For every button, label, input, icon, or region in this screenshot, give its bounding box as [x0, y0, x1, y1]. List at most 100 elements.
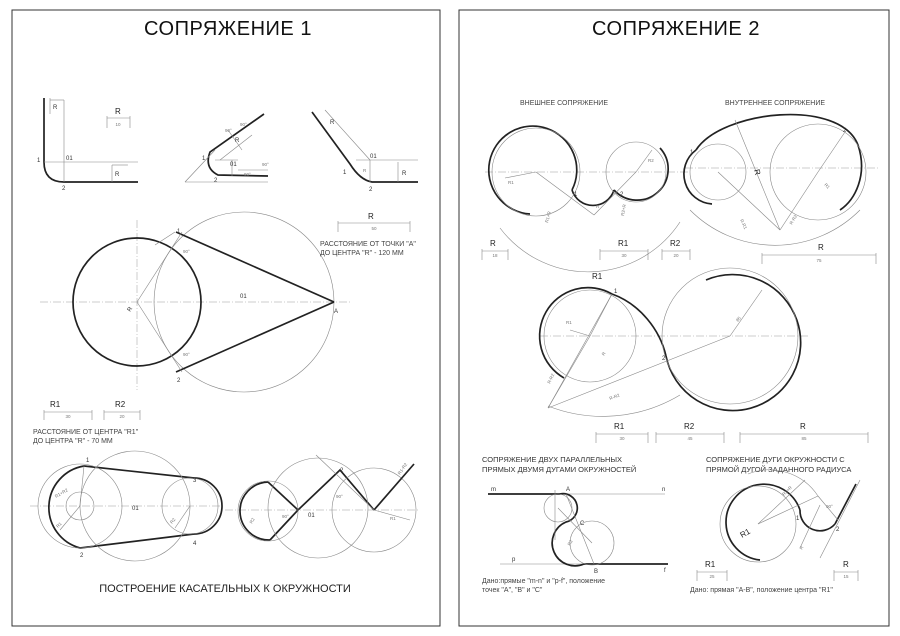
label-p: p	[512, 557, 516, 563]
dim-r-label: R	[368, 212, 374, 221]
sub-inner: ВНУТРЕННЕЕ СОПРЯЖЕНИЕ	[725, 100, 825, 107]
label-m: m	[491, 487, 496, 493]
label-r2r: R2+R	[620, 203, 627, 216]
given-parallel-line1: Дано:прямые "m-n" и "p-f", положение	[482, 578, 605, 585]
label-b: B	[594, 569, 598, 575]
label-r1: R1	[508, 180, 514, 185]
label-rr1: R-R1	[739, 218, 748, 230]
label-1: 1	[202, 156, 206, 162]
label-1: 1	[574, 192, 578, 198]
label-rr2: R-R2	[789, 213, 799, 225]
dim-r-value: 50	[371, 226, 377, 231]
label-n: n	[662, 487, 665, 493]
label-o1: 01	[370, 154, 377, 160]
dim-r1-value: 30	[621, 253, 627, 258]
label-90: 90°	[826, 504, 833, 509]
label-r1: R1	[390, 516, 396, 521]
arc-line-join: СОПРЯЖЕНИЕ ДУГИ ОКРУЖНОСТИ С ПРЯМОЙ ДУГО…	[690, 455, 861, 594]
left-frame	[11, 9, 441, 627]
outer-arc-join: 1 2 R1 R2 R1+R R2+R R	[485, 125, 690, 273]
dim-r1-value: 30	[65, 414, 71, 419]
label-r1r2: R1+R2	[54, 487, 69, 499]
label-90: 90°	[225, 128, 232, 133]
tangent-from-point: 1 2 R 01 A 90° 90° R 50 РАССТОЯНИЕ ОТ ТО…	[40, 211, 416, 393]
label-r: R	[127, 306, 135, 314]
label-1: 1	[86, 458, 90, 464]
label-r2: R2	[648, 158, 654, 163]
dim-r-value: 85	[801, 436, 807, 441]
dim-r1-value: 25	[709, 574, 715, 579]
label-2: 2	[177, 378, 181, 384]
dim-r2-label: R2	[115, 400, 126, 409]
label-r: R	[115, 172, 120, 178]
label-2: 2	[80, 553, 84, 559]
dim-r2-label: R2	[670, 239, 681, 248]
label-2: 2	[843, 128, 847, 134]
label-1: 1	[614, 289, 618, 295]
label-90: 90°	[240, 122, 247, 127]
label-o1: 01	[240, 294, 247, 300]
label-o1: 01	[66, 156, 73, 162]
label-r: R	[601, 350, 607, 356]
label-rr: R-R2	[546, 372, 555, 384]
label-r: R	[330, 120, 335, 126]
dim-r-label: R	[818, 243, 824, 252]
label-85: 85	[735, 315, 742, 322]
label-90: 90°	[183, 352, 190, 357]
fillet-right-angle: R R 01 1 2 R 10	[37, 98, 138, 192]
left-bottom-caption: ПОСТРОЕНИЕ КАСАТЕЛЬНЫХ К ОКРУЖНОСТИ	[99, 583, 351, 595]
label-2: 2	[214, 178, 218, 184]
label-2: 2	[340, 468, 344, 474]
label-r2: R2	[249, 517, 256, 525]
dim-r1-value: 30	[619, 436, 625, 441]
sub-outer: ВНЕШНЕЕ СОПРЯЖЕНИЕ	[520, 100, 608, 107]
tangent-dims: R1 30 R2 20 РАССТОЯНИЕ ОТ ЦЕНТРА "R1" ДО…	[33, 400, 141, 445]
dim-r1-label: R1	[614, 422, 625, 431]
label-r: R	[235, 138, 240, 144]
left-title: СОПРЯЖЕНИЕ 1	[144, 18, 312, 40]
label-a: A	[334, 309, 338, 315]
label-rr2: R-R2	[609, 392, 621, 400]
note-r1-line1: РАССТОЯНИЕ ОТ ЦЕНТРА "R1"	[33, 429, 139, 436]
label-1: 1	[177, 229, 181, 235]
dim-r1-label: R1	[50, 400, 61, 409]
label-1: 1	[796, 516, 800, 522]
label-2: 2	[662, 356, 666, 362]
right-frame	[458, 9, 890, 627]
label-r1r: R1+R	[544, 210, 552, 223]
sub-arcline-line1: СОПРЯЖЕНИЕ ДУГИ ОКРУЖНОСТИ С	[706, 455, 845, 464]
label-90: 90°	[282, 514, 289, 519]
label-a: A	[566, 487, 570, 493]
dim-r-label: R	[843, 560, 849, 569]
label-r1: R1	[592, 272, 603, 281]
label-r: R	[799, 545, 805, 551]
label-90: 90°	[244, 172, 251, 177]
dim-r1-label: R1	[705, 560, 716, 569]
dim-r2-value: 20	[673, 253, 679, 258]
label-2: 2	[62, 186, 66, 192]
dim-r-value: 75	[816, 258, 822, 263]
label-r: R	[363, 168, 367, 173]
inner-arc-join: 1 2 R R1 R-R1 R-R2 R 75	[683, 113, 880, 264]
dim-r2-label: R2	[684, 422, 695, 431]
label-r: R	[752, 168, 762, 176]
label-r: R	[596, 204, 600, 209]
note-a-line1: РАССТОЯНИЕ ОТ ТОЧКИ "А"	[320, 241, 416, 248]
outer-dims: R 18 R1 30 R2 20	[481, 239, 691, 260]
label-o1: 01	[132, 506, 139, 512]
dim-r-label: R	[115, 107, 121, 116]
fillet-acute-angle: R 01 1 2 90° 90° 90° 90°	[184, 113, 269, 184]
dim-r-value: 18	[492, 253, 498, 258]
label-f: f	[664, 568, 666, 574]
label-r: R	[53, 105, 58, 111]
label-o1: 01	[230, 162, 237, 168]
label-2: 2	[836, 527, 840, 533]
dim-r-value: 10	[115, 122, 121, 127]
label-1: 1	[37, 158, 41, 164]
label-2: 2	[369, 187, 373, 193]
given-arcline: Дано: прямая "А-В", положение центра "R1…	[690, 587, 833, 594]
label-1: 1	[343, 170, 347, 176]
label-r1r2: R1-R2	[397, 462, 409, 476]
dim-r-value: 15	[843, 574, 849, 579]
dim-r1-label: R1	[618, 239, 629, 248]
